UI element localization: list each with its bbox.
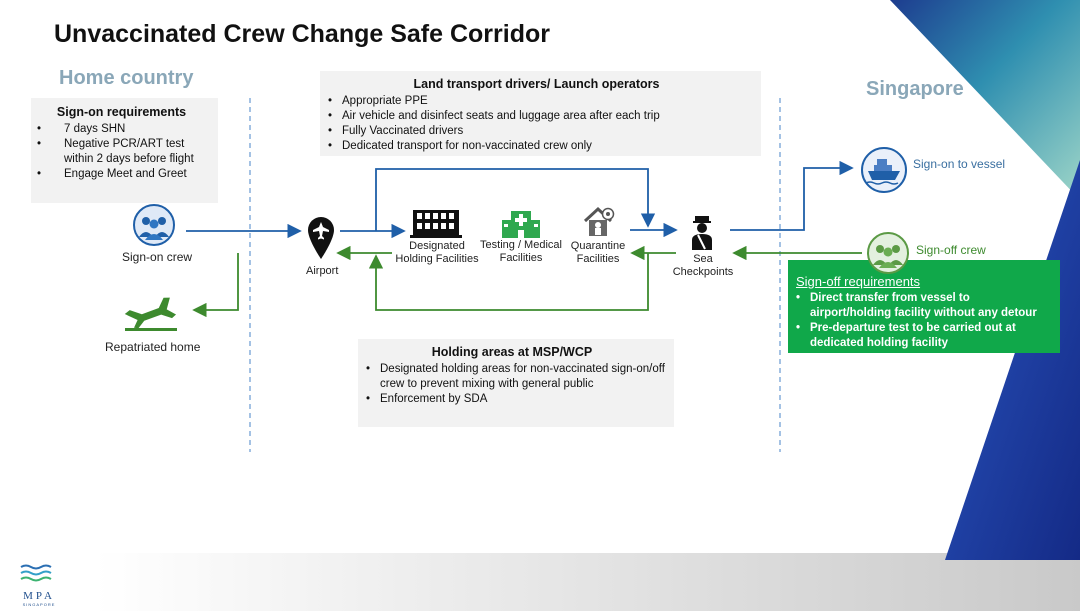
land-transport-item: Dedicated transport for non-vaccinated c…: [320, 139, 753, 154]
arrow-airport-to-home: [192, 253, 239, 318]
signon-req-item: Engage Meet and Greet: [31, 167, 212, 182]
mpa-logo-sub: SINGAPORE: [22, 602, 56, 607]
medical-facility-icon: [501, 208, 541, 243]
signon-crew-icon: [133, 204, 175, 251]
quarantine-facilities-label: Quarantine Facilities: [570, 240, 626, 265]
signoff-requirements-box: Sign-off requirements Direct transfer fr…: [788, 260, 1060, 353]
mpa-logo-name: MPA: [23, 590, 55, 602]
sea-checkpoints-label: Sea Checkpoints: [672, 253, 734, 278]
signoff-crew-label: Sign-off crew: [916, 243, 986, 257]
signon-req-item: 7 days SHN: [31, 122, 212, 137]
plane-landing-icon: [122, 293, 180, 338]
repatriated-label: Repatriated home: [105, 340, 201, 354]
signon-requirements-box: Sign-on requirements 7 days SHN Negative…: [31, 98, 218, 203]
arrow-bypass-bottom: [368, 253, 649, 311]
holding-areas-item: Enforcement by SDA: [358, 392, 666, 407]
quarantine-facility-icon: [583, 206, 615, 243]
testing-facilities-label: Testing / Medical Facilities: [480, 239, 562, 264]
land-transport-item: Fully Vaccinated drivers: [320, 124, 753, 139]
land-transport-item: Air vehicle and disinfect seats and lugg…: [320, 109, 753, 124]
mpa-logo: MPA SINGAPORE: [19, 563, 59, 607]
signon-crew-label: Sign-on crew: [122, 250, 193, 264]
footer-band: [95, 553, 1080, 611]
airport-pin-icon: [307, 216, 335, 265]
signon-requirements-heading: Sign-on requirements: [56, 105, 187, 119]
holding-facilities-label: Designated Holding Facilities: [395, 240, 479, 265]
region-home: Home country: [59, 67, 194, 89]
signon-vessel-label: Sign-on to vessel: [913, 157, 1006, 171]
arrow-sea-to-vessel: [730, 160, 854, 231]
holding-facility-icon: [410, 208, 462, 243]
teal-stripe: [890, 0, 1080, 200]
signoff-requirements-heading: Sign-off requirements: [796, 274, 921, 289]
signoff-req-item: Pre-departure test to be carried out at …: [788, 321, 1052, 351]
mpa-logo-mark: [20, 564, 52, 582]
airport-label: Airport: [306, 265, 339, 277]
region-singapore: Singapore: [866, 78, 964, 100]
holding-areas-heading: Holding areas at MSP/WCP: [431, 345, 593, 359]
vessel-icon: [860, 146, 908, 199]
land-transport-item: Appropriate PPE: [320, 94, 753, 109]
officer-icon: [690, 216, 714, 255]
page-title: Unvaccinated Crew Change Safe Corridor: [54, 20, 550, 48]
land-transport-box: Land transport drivers/ Launch operators…: [320, 71, 761, 156]
arrow-bypass-top: [375, 168, 656, 231]
signoff-crew-icon: [867, 232, 909, 279]
signoff-req-item: Direct transfer from vessel to airport/h…: [788, 291, 1052, 321]
holding-areas-item: Designated holding areas for non-vaccina…: [358, 362, 666, 392]
signon-req-item: Negative PCR/ART test within 2 days befo…: [31, 137, 212, 167]
land-transport-heading: Land transport drivers/ Launch operators: [413, 77, 660, 91]
holding-areas-box: Holding areas at MSP/WCP Designated hold…: [358, 339, 674, 427]
